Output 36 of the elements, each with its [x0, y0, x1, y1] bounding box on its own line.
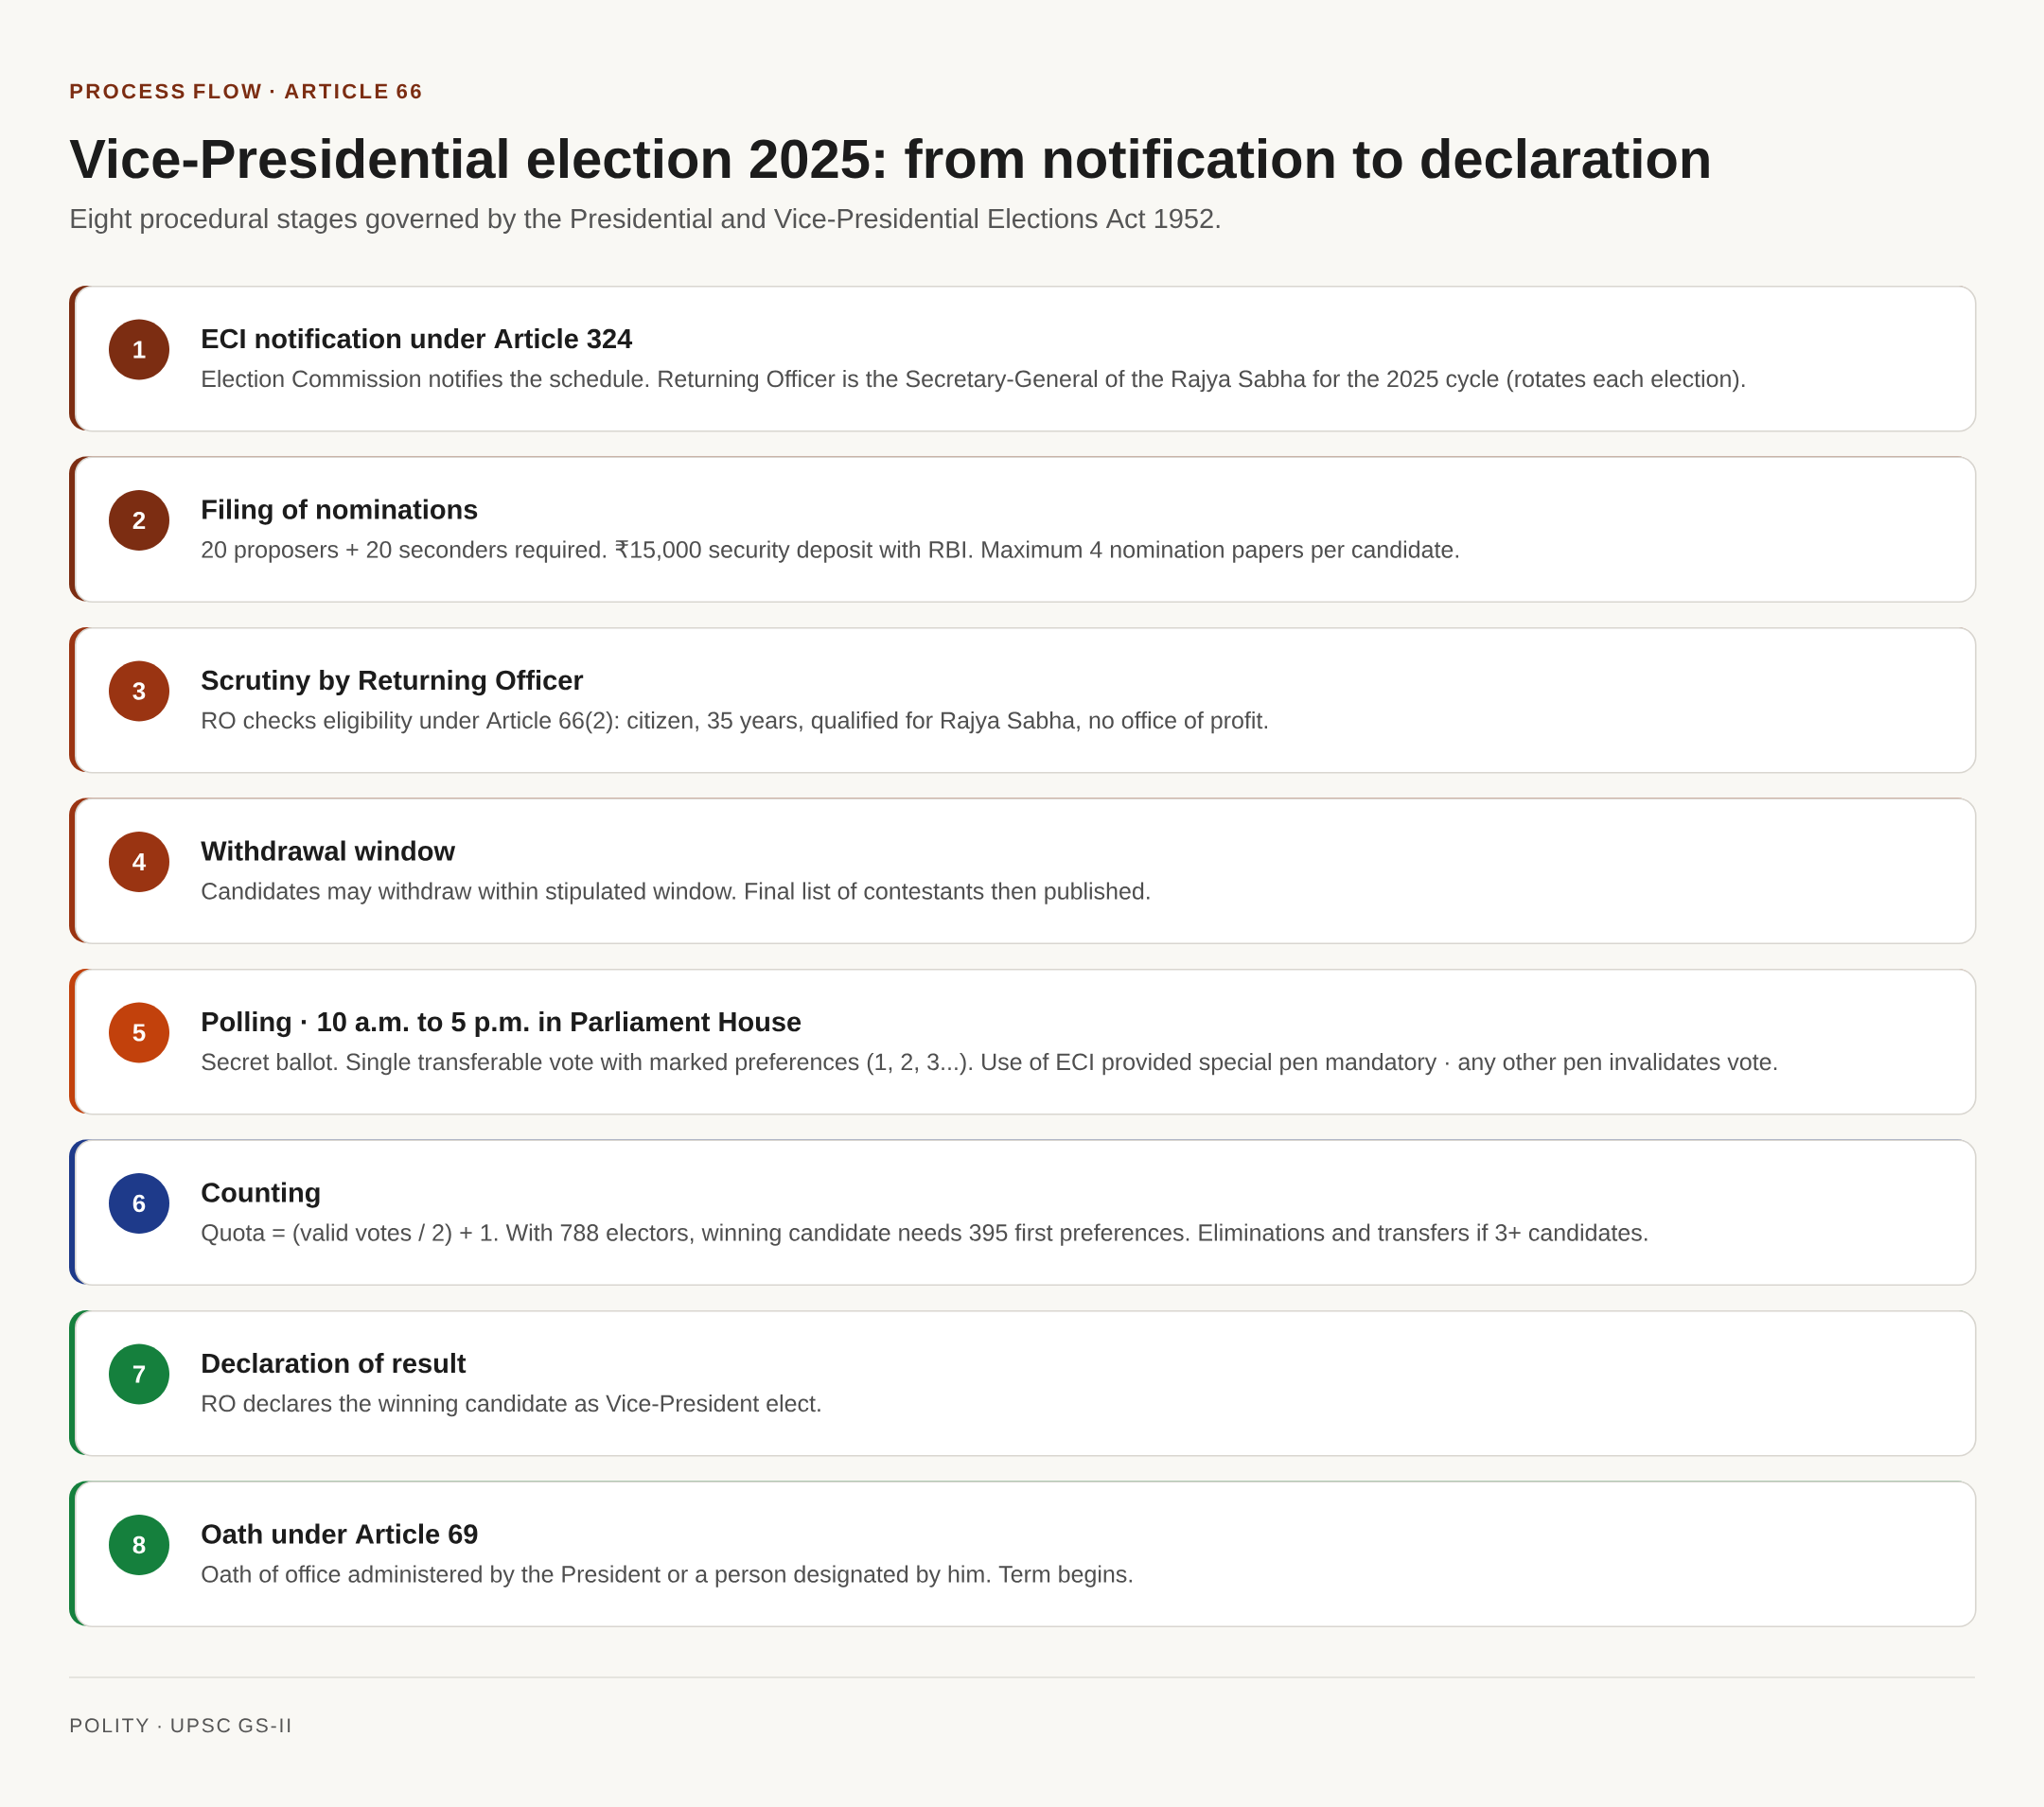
step-description: Oath of office administered by the President or a person designated by him. Term begins.: [202, 1565, 1132, 1588]
number-badge: 1: [109, 319, 169, 380]
step-card: [69, 798, 1977, 945]
number-badge: 2: [109, 490, 169, 551]
subtitle: Eight procedural stages governed by the Presidential and Vice-Presidential Elections Act 1952.: [71, 208, 1220, 234]
step-title: Polling · 10 a.m. to 5 p.m. in Parliament House: [203, 1011, 802, 1038]
step-card: [69, 1310, 1977, 1457]
step-description: Candidates may withdraw within stipulated window. Final list of contestants then published.: [202, 882, 1150, 904]
step-title: Filing of nominations: [203, 499, 478, 525]
step-title: ECI notification under Article 324: [203, 328, 633, 349]
number-badge: 5: [109, 1002, 169, 1063]
step-card: [69, 969, 1977, 1115]
step-description: RO declares the winning candidate as Vice-President elect.: [203, 1394, 820, 1417]
footer-label: POLITY · UPSC GS-II: [70, 1718, 291, 1733]
step-title: Scrutiny by Returning Officer: [202, 670, 584, 696]
step-card: [69, 456, 1977, 604]
number-badge: 7: [109, 1343, 169, 1405]
step-card: [69, 286, 1977, 432]
step-description: Secret ballot. Single transferable vote with marked preferences (1, 2, 3...). Use of ECI provided special pen mandatory · any other pen invalidates vote.: [202, 1052, 1777, 1076]
number-badge: 4: [109, 832, 169, 892]
number-badge: 3: [109, 660, 169, 722]
kicker-label: PROCESS FLOW · ARTICLE 66: [70, 83, 421, 99]
number-badge: 6: [109, 1173, 169, 1234]
step-title: Withdrawal window: [201, 840, 456, 861]
step-description: 20 proposers + 20 seconders required. ₹15,000 security deposit with RBI. Maximum 4 nomination papers per candidate.: [202, 540, 1458, 563]
step-description: RO checks eligibility under Article 66(2): citizen, 35 years, qualified for Rajya Sabha, no office of profit.: [203, 711, 1267, 734]
step-title: Declaration of result: [203, 1353, 467, 1374]
step-card: [69, 1139, 1977, 1287]
step-card: [69, 627, 1977, 774]
title: Vice-Presidential election 2025: from notification to declaration: [69, 137, 1709, 179]
number-badge: 8: [109, 1515, 169, 1575]
step-description: Election Commission notifies the schedule. Returning Officer is the Secretary-General of the Rajya Sabha for the 2025 cycle (rotates each election).: [203, 369, 1745, 393]
step-description: Quota = (valid votes / 2) + 1. With 788 electors, winning candidate needs 395 first preferences. Eliminations and transfers if 3+ candidates.: [202, 1223, 1648, 1246]
step-title: Oath under Article 69: [202, 1523, 478, 1544]
step-title: Counting: [202, 1182, 320, 1208]
step-card: [69, 1481, 1977, 1628]
